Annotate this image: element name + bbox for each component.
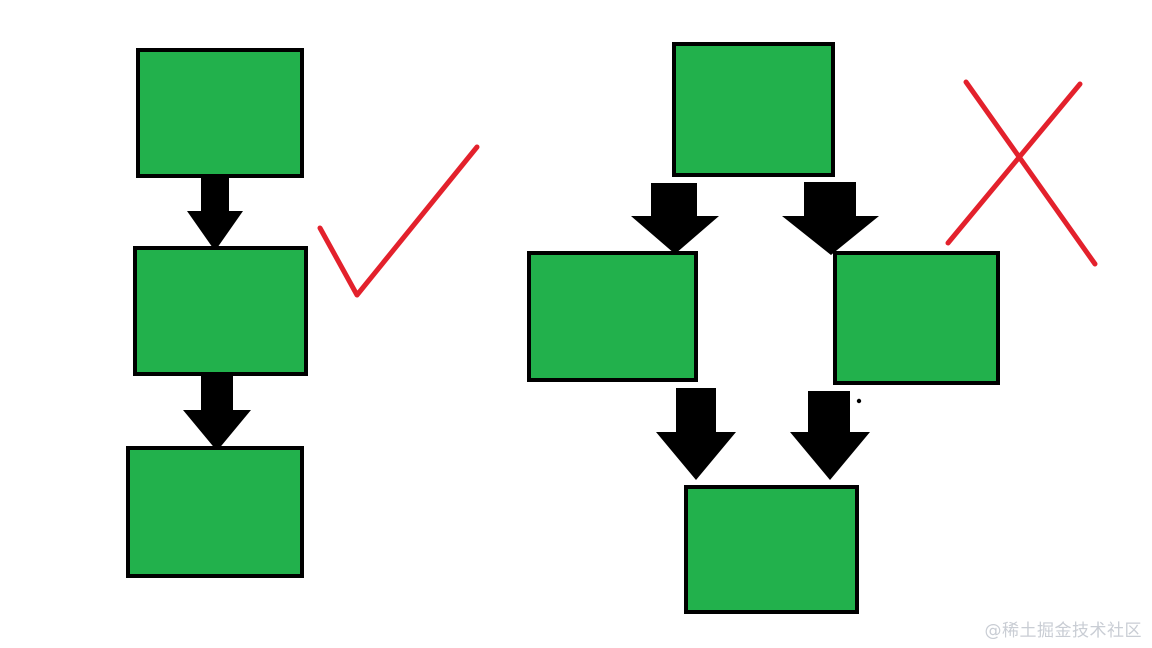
left-box-2 xyxy=(133,246,308,376)
right-arrow-top-to-right xyxy=(782,182,879,255)
cross-mark-icon xyxy=(945,79,1098,267)
stray-dot xyxy=(856,398,862,404)
right-panel-branching-flow xyxy=(527,42,1000,614)
left-box-3 xyxy=(126,446,304,578)
right-box-right xyxy=(833,251,1000,385)
left-box-1 xyxy=(136,48,304,178)
watermark-text: @稀土掘金技术社区 xyxy=(984,621,1142,641)
check-mark-icon xyxy=(317,144,480,298)
left-panel-linear-chain xyxy=(126,48,308,578)
right-arrow-left-to-bottom xyxy=(656,388,736,480)
right-arrow-top-to-left xyxy=(631,183,719,254)
left-arrow-2 xyxy=(183,376,251,451)
right-box-top xyxy=(672,42,835,177)
right-arrow-right-to-bottom xyxy=(790,391,870,480)
right-box-bottom xyxy=(684,485,859,614)
right-box-left xyxy=(527,251,698,382)
left-arrow-1 xyxy=(187,177,243,251)
